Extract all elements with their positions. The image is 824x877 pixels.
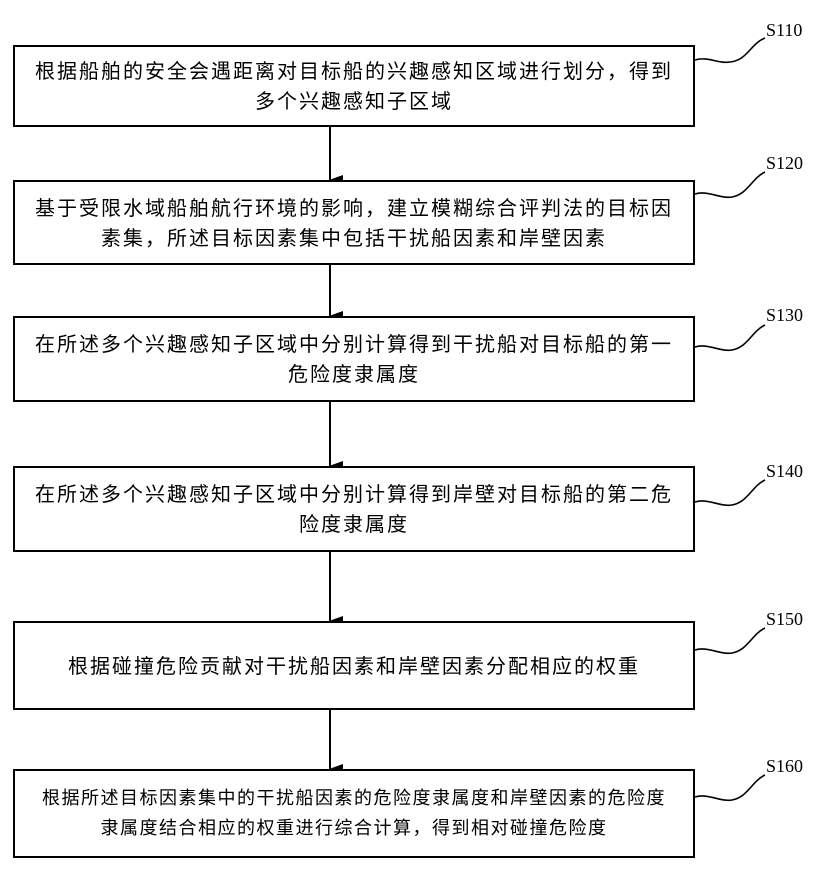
- step-box-s160: 根据所述目标因素集中的干扰船因素的危险度隶属度和岸壁因素的危险度隶属度结合相应的…: [13, 769, 695, 858]
- step-label-s150: S150: [766, 609, 803, 630]
- step-box-s110: 根据船舶的安全会遇距离对目标船的兴趣感知区域进行划分，得到多个兴趣感知子区域: [13, 45, 695, 127]
- step-text-s130: 在所述多个兴趣感知子区域中分别计算得到干扰船对目标船的第一危险度隶属度: [34, 329, 674, 389]
- step-box-s130: 在所述多个兴趣感知子区域中分别计算得到干扰船对目标船的第一危险度隶属度: [13, 316, 695, 402]
- step-text-s160: 根据所述目标因素集中的干扰船因素的危险度隶属度和岸壁因素的危险度隶属度结合相应的…: [34, 784, 674, 844]
- step-label-s160: S160: [766, 756, 803, 777]
- step-box-s140: 在所述多个兴趣感知子区域中分别计算得到岸壁对目标船的第二危险度隶属度: [13, 466, 695, 552]
- step-box-s150: 根据碰撞危险贡献对干扰船因素和岸壁因素分配相应的权重: [13, 621, 695, 710]
- step-text-s150: 根据碰撞危险贡献对干扰船因素和岸壁因素分配相应的权重: [34, 651, 674, 681]
- step-box-s120: 基于受限水域船舶航行环境的影响，建立模糊综合评判法的目标因素集，所述目标因素集中…: [13, 180, 695, 265]
- step-text-s120: 基于受限水域船舶航行环境的影响，建立模糊综合评判法的目标因素集，所述目标因素集中…: [34, 193, 674, 253]
- step-label-s110: S110: [766, 20, 802, 41]
- step-text-s110: 根据船舶的安全会遇距离对目标船的兴趣感知区域进行划分，得到多个兴趣感知子区域: [34, 56, 674, 116]
- step-text-s140: 在所述多个兴趣感知子区域中分别计算得到岸壁对目标船的第二危险度隶属度: [34, 479, 674, 539]
- leader-s150: [695, 628, 765, 653]
- step-label-s120: S120: [766, 153, 803, 174]
- step-label-s140: S140: [766, 461, 803, 482]
- leader-s120: [695, 172, 765, 197]
- leader-s130: [695, 325, 765, 350]
- step-label-s130: S130: [766, 305, 803, 326]
- leader-s160: [695, 775, 765, 800]
- leader-s140: [695, 480, 765, 505]
- leader-s110: [695, 38, 765, 62]
